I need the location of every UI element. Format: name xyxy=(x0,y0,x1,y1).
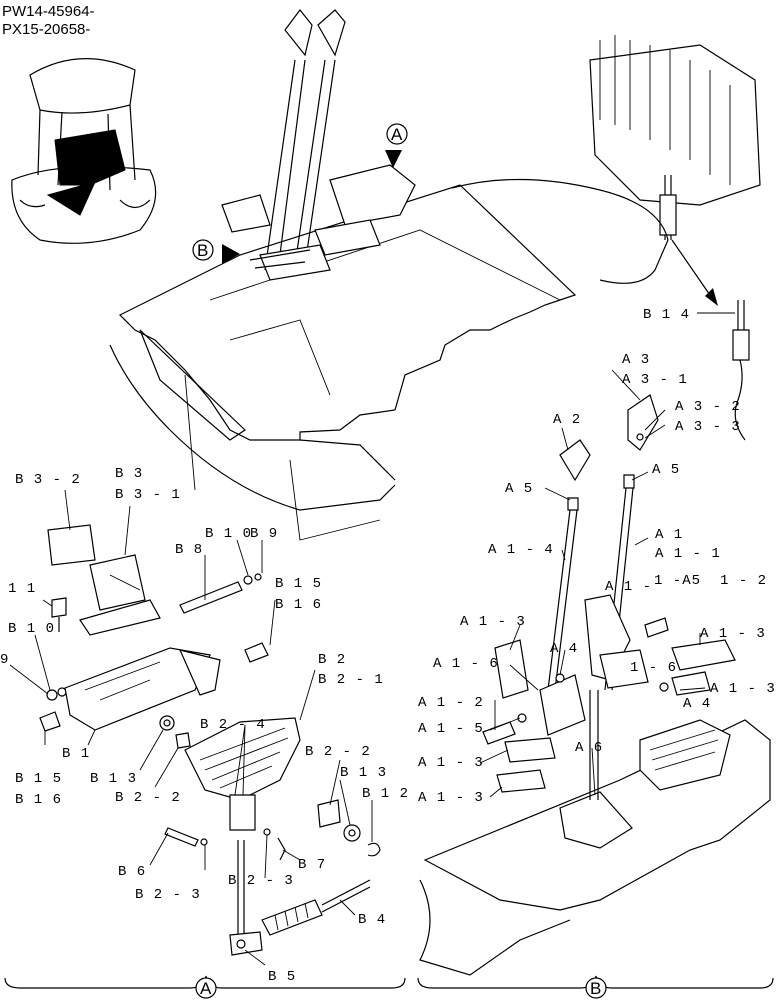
label-b13-left: B 1 3 xyxy=(90,771,137,787)
label-b13-right: B 1 3 xyxy=(340,765,387,781)
label-a1-1: A 1 - 1 xyxy=(655,546,721,562)
label-b2-1: B 2 - 1 xyxy=(318,672,384,688)
callout-b-letter: B xyxy=(197,241,208,260)
label-a4-left: A 4 xyxy=(550,641,578,657)
view-a-parts xyxy=(39,524,381,956)
label-a3: A 3 xyxy=(622,352,650,368)
label-b2: B 2 xyxy=(318,652,346,668)
label-a1-5: A 1 - 5 xyxy=(418,721,484,737)
label-a6: A 6 xyxy=(575,740,603,756)
label-b10-left: B 1 0 xyxy=(8,621,55,637)
labels-b-series: B 3 - 2 B 3 B 3 - 1 B 1 0 B 9 B 8 B 1 5 … xyxy=(0,307,690,985)
label-b9-left: 9 xyxy=(0,652,9,668)
machine-thumbnail xyxy=(11,58,157,244)
label-a3-2: A 3 - 2 xyxy=(675,399,741,415)
label-a3-3: A 3 - 3 xyxy=(675,419,741,435)
label-b7: B 7 xyxy=(298,857,326,873)
label-b5: B 5 xyxy=(268,969,296,985)
label-b9-top: B 9 xyxy=(250,526,278,542)
label-b11: 1 1 xyxy=(8,581,36,597)
label-b2-2-right: B 2 - 2 xyxy=(305,744,371,760)
label-b2-2-left: B 2 - 2 xyxy=(115,790,181,806)
view-bracket-a: A xyxy=(4,975,406,999)
label-b15-bottom: B 1 5 xyxy=(15,771,62,787)
label-b8: B 8 xyxy=(175,542,203,558)
control-levers-top xyxy=(221,9,416,281)
label-a2: A 2 xyxy=(553,412,581,428)
label-a1-2-left: A 1 - 2 xyxy=(418,695,484,711)
label-a1-3-bottom-2: A 1 - 3 xyxy=(418,790,484,806)
label-b4: B 4 xyxy=(358,912,386,928)
serial-number-1: PW14-45964- xyxy=(2,3,95,20)
label-a1-3-right: A 1 - 3 xyxy=(700,626,766,642)
labels-a-series: A 3 A 3 - 1 A 3 - 2 A 3 - 3 A 2 A 5 A 5 … xyxy=(418,352,776,806)
label-b1: B 1 xyxy=(62,746,90,762)
label-b14: B 1 4 xyxy=(643,307,690,323)
label-b10-top: B 1 0 xyxy=(205,526,252,542)
label-b12: B 1 2 xyxy=(362,786,409,802)
label-a1-6-right: 1 - 6 xyxy=(630,660,677,676)
label-b6: B 6 xyxy=(118,864,146,880)
label-a1-3-top: A 1 - 3 xyxy=(460,614,526,630)
label-b16-bottom: B 1 6 xyxy=(15,792,62,808)
serial-number-2: PX15-20658- xyxy=(2,21,90,38)
label-a1-3-r2: A 1 - 3 xyxy=(710,681,776,697)
label-a5-left: A 5 xyxy=(505,481,533,497)
view-b-label: B xyxy=(590,979,601,998)
callout-b-top: B xyxy=(192,239,240,264)
label-a3-1: A 3 - 1 xyxy=(622,372,688,388)
label-a1: A 1 xyxy=(655,527,683,543)
label-a4-right: A 4 xyxy=(683,696,711,712)
label-a1-n: A 1 - xyxy=(605,579,652,595)
label-b15-top: B 1 5 xyxy=(275,576,322,592)
label-a1-3-bottom-1: A 1 - 3 xyxy=(418,755,484,771)
label-b3-1: B 3 - 1 xyxy=(115,487,181,503)
label-a1-3-mid: 1 -A5 xyxy=(654,573,701,589)
label-b3-2: B 3 - 2 xyxy=(15,472,81,488)
cable-end-b14 xyxy=(697,300,750,441)
label-b3: B 3 xyxy=(115,466,143,482)
label-a5-right: A 5 xyxy=(652,462,680,478)
label-a1-4: A 1 - 4 xyxy=(488,542,554,558)
callout-a-top: A xyxy=(385,123,408,168)
label-a1-6-left: A 1 - 6 xyxy=(433,656,499,672)
label-b16-top: B 1 6 xyxy=(275,597,322,613)
callout-a-letter: A xyxy=(391,125,403,144)
label-b2-3-left: B 2 - 3 xyxy=(135,887,201,903)
view-bracket-b: B xyxy=(417,975,774,999)
control-valve-assembly xyxy=(451,35,761,284)
label-b2-3-mid: B 2 - 3 xyxy=(228,873,294,889)
label-a1-2-right: 1 - 2 xyxy=(720,573,767,589)
view-a-label: A xyxy=(200,979,212,998)
label-b2-4: B 2 - 4 xyxy=(200,717,266,733)
leader-lines xyxy=(9,369,706,966)
